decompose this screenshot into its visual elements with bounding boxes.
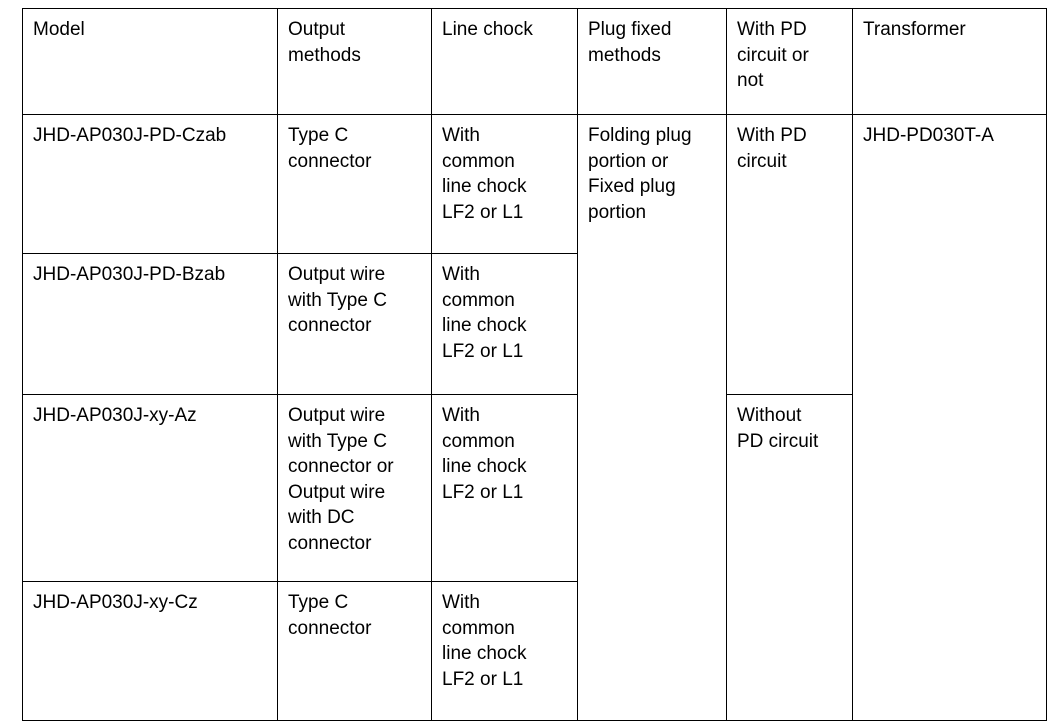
table-row: JHD-AP030J-PD-Bzab Output wire with Type… [22, 253, 1047, 395]
cell-model: JHD-AP030J-PD-Bzab [22, 253, 278, 395]
cell-line-chock: With common line chock LF2 or L1 [431, 394, 578, 582]
specification-table-container: Model Output methods Line chock Plug fix… [22, 8, 1047, 721]
column-header-model: Model [22, 8, 278, 115]
column-header-transformer: Transformer [852, 8, 1047, 115]
table-row: JHD-AP030J-PD-Czab Type C connector With… [22, 114, 1047, 721]
cell-model: JHD-AP030J-xy-Az [22, 394, 278, 582]
cell-pd-circuit-without: Without PD circuit [726, 394, 853, 721]
cell-line-chock: With common line chock LF2 or L1 [431, 581, 578, 721]
cell-output-methods: Type C connector [277, 114, 432, 254]
table-row: JHD-AP030J-xy-Az Output wire with Type C… [22, 394, 1047, 721]
cell-plug-fixed-methods-merged: Folding plug portion or Fixed plug porti… [577, 114, 727, 721]
cell-output-methods: Output wire with Type C connector or Out… [277, 394, 432, 582]
cell-output-methods: Type C connector [277, 581, 432, 721]
cell-output-methods: Output wire with Type C connector [277, 253, 432, 395]
cell-line-chock: With common line chock LF2 or L1 [431, 114, 578, 254]
column-header-line-chock: Line chock [431, 8, 578, 115]
column-header-output-methods: Output methods [277, 8, 432, 115]
column-header-plug-fixed-methods: Plug fixed methods [577, 8, 727, 115]
cell-transformer-merged: JHD-PD030T-A [852, 114, 1047, 721]
product-specification-table: Model Output methods Line chock Plug fix… [22, 8, 1047, 721]
table-header-row: Model Output methods Line chock Plug fix… [22, 8, 1047, 115]
column-header-pd-circuit: With PD circuit or not [726, 8, 853, 115]
cell-model: JHD-AP030J-xy-Cz [22, 581, 278, 721]
cell-model: JHD-AP030J-PD-Czab [22, 114, 278, 254]
cell-line-chock: With common line chock LF2 or L1 [431, 253, 578, 395]
cell-pd-circuit-with: With PD circuit [726, 114, 853, 395]
